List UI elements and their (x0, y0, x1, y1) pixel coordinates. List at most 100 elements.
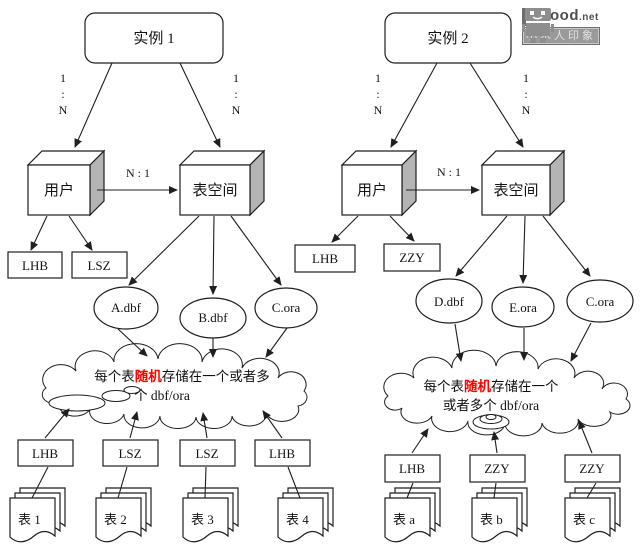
ratio-label-right: N : 1 (437, 165, 461, 179)
connector-arrow (74, 62, 113, 148)
connector-line (117, 466, 128, 499)
owner-box (469, 454, 526, 483)
datafile-node (566, 279, 634, 323)
connector-arrow (117, 328, 148, 357)
schema-box (294, 244, 356, 273)
datafile-node (415, 278, 483, 324)
owner-box (564, 454, 621, 483)
instance-2-label: 实例 2 (427, 30, 468, 47)
storage-cloud-left (41, 343, 308, 429)
table-doc-label: 表 4 (286, 512, 309, 527)
connector-arrow (519, 215, 528, 284)
cloud-puff (123, 386, 141, 394)
connector-arrow (68, 215, 93, 251)
schema-label: ZZY (399, 250, 425, 265)
datafile-node (254, 287, 318, 329)
ratio-label-left: N : 1 (126, 166, 150, 180)
cardinality-label-1n: 1 : N (58, 71, 68, 117)
connector-arrow (469, 62, 524, 148)
connector-arrow (570, 322, 592, 362)
cloud-caption-highlight: 随机 (134, 369, 162, 384)
connector-line (586, 482, 597, 499)
cloud-caption-line2: 个 dbf/ora (134, 388, 190, 403)
table-doc-label: 表 a (393, 512, 415, 527)
table-doc-label: 表 1 (18, 512, 41, 527)
cloud-swirl (485, 414, 497, 420)
connector-line (287, 466, 301, 499)
table-doc-1: 表 1 (9, 487, 66, 543)
table-doc-label: 表 b (480, 512, 503, 527)
datafile-label: A.dbf (111, 300, 142, 315)
schema-label: LHB (312, 251, 338, 266)
connector-arrow (265, 327, 288, 358)
table-doc-c: 表 c (564, 487, 621, 543)
owner-label: ZZY (579, 461, 605, 476)
schema-label: LHB (22, 258, 48, 273)
connector-line (204, 466, 207, 499)
cloud-caption-post: 存储在一个 (491, 379, 559, 394)
tablespace-node-right: 表空间 (480, 149, 566, 217)
connector-arrow (331, 215, 359, 243)
datafile-label: C.ora (272, 300, 301, 315)
table-doc-2: 表 2 (95, 487, 152, 543)
robot-icon (522, 8, 554, 43)
owner-box (254, 439, 311, 467)
datafile-label: C.ora (586, 294, 615, 309)
instance-1-node (84, 12, 224, 64)
schema-box (7, 251, 63, 279)
owner-label: LSZ (118, 446, 141, 461)
connector-arrow (389, 215, 415, 242)
owner-label: LSZ (195, 446, 218, 461)
instance-2-node (384, 12, 512, 64)
connector-line (493, 482, 497, 499)
watermark-logo: xwood.net 小木人印象 (522, 8, 600, 45)
cloud-puff (48, 394, 106, 412)
connector-arrow (179, 62, 221, 148)
connector-arrow (542, 215, 591, 277)
tablespace-label-right: 表空间 (493, 182, 538, 199)
cloud-caption-line2: 或者多个 dbf/ora (442, 398, 540, 413)
datafile-label: D.dbf (434, 294, 465, 309)
cloud-caption-right: 每个表随机存储在一个 或者多个 dbf/ora (399, 377, 583, 415)
connector-arrow (411, 428, 429, 454)
connector-arrow (491, 431, 500, 454)
connector-arrow (262, 410, 283, 439)
cloud-caption-left: 每个表随机存储在一个或者多 个 dbf/ora (56, 367, 308, 405)
watermark-brand-suffix: .net (579, 12, 599, 23)
connector-arrow (30, 215, 48, 251)
cloud-caption-pre: 每个表 (94, 369, 135, 384)
schema-label: LSZ (87, 258, 110, 273)
table-doc-3: 表 3 (182, 487, 239, 543)
cloud-caption-post: 存储在一个或者多 (161, 369, 270, 384)
connector-arrow (455, 215, 508, 277)
cloud-caption-pre: 每个表 (423, 379, 465, 394)
connector-line (31, 466, 49, 499)
connector-arrow (44, 408, 70, 439)
owner-box (179, 439, 236, 467)
tablespace-label-left: 表空间 (192, 182, 237, 199)
storage-cloud-right (383, 349, 631, 437)
datafile-node (491, 286, 555, 328)
cardinality-label-1n: 1 : N (521, 71, 531, 117)
owner-box (384, 454, 441, 483)
owner-label: ZZY (484, 461, 510, 476)
table-doc-label: 表 c (573, 512, 595, 527)
table-doc-label: 表 3 (191, 512, 214, 527)
cardinality-label-1n: 1 : N (231, 71, 241, 117)
owner-label: LHB (269, 446, 295, 461)
cloud-puff (101, 390, 131, 402)
tablespace-node-left: 表空间 (178, 149, 266, 217)
connector-line (406, 482, 414, 499)
connector-arrow (390, 62, 438, 148)
schema-box (71, 251, 128, 279)
connector-arrow (128, 215, 200, 286)
table-doc-a: 表 a (384, 487, 441, 543)
instance-1-label: 实例 1 (133, 30, 174, 47)
user-node-left: 用户 (26, 149, 106, 217)
cloud-caption-highlight: 随机 (464, 379, 491, 394)
datafile-node (93, 286, 159, 330)
table-doc-label: 表 2 (104, 512, 127, 527)
connector-arrow (454, 323, 464, 362)
